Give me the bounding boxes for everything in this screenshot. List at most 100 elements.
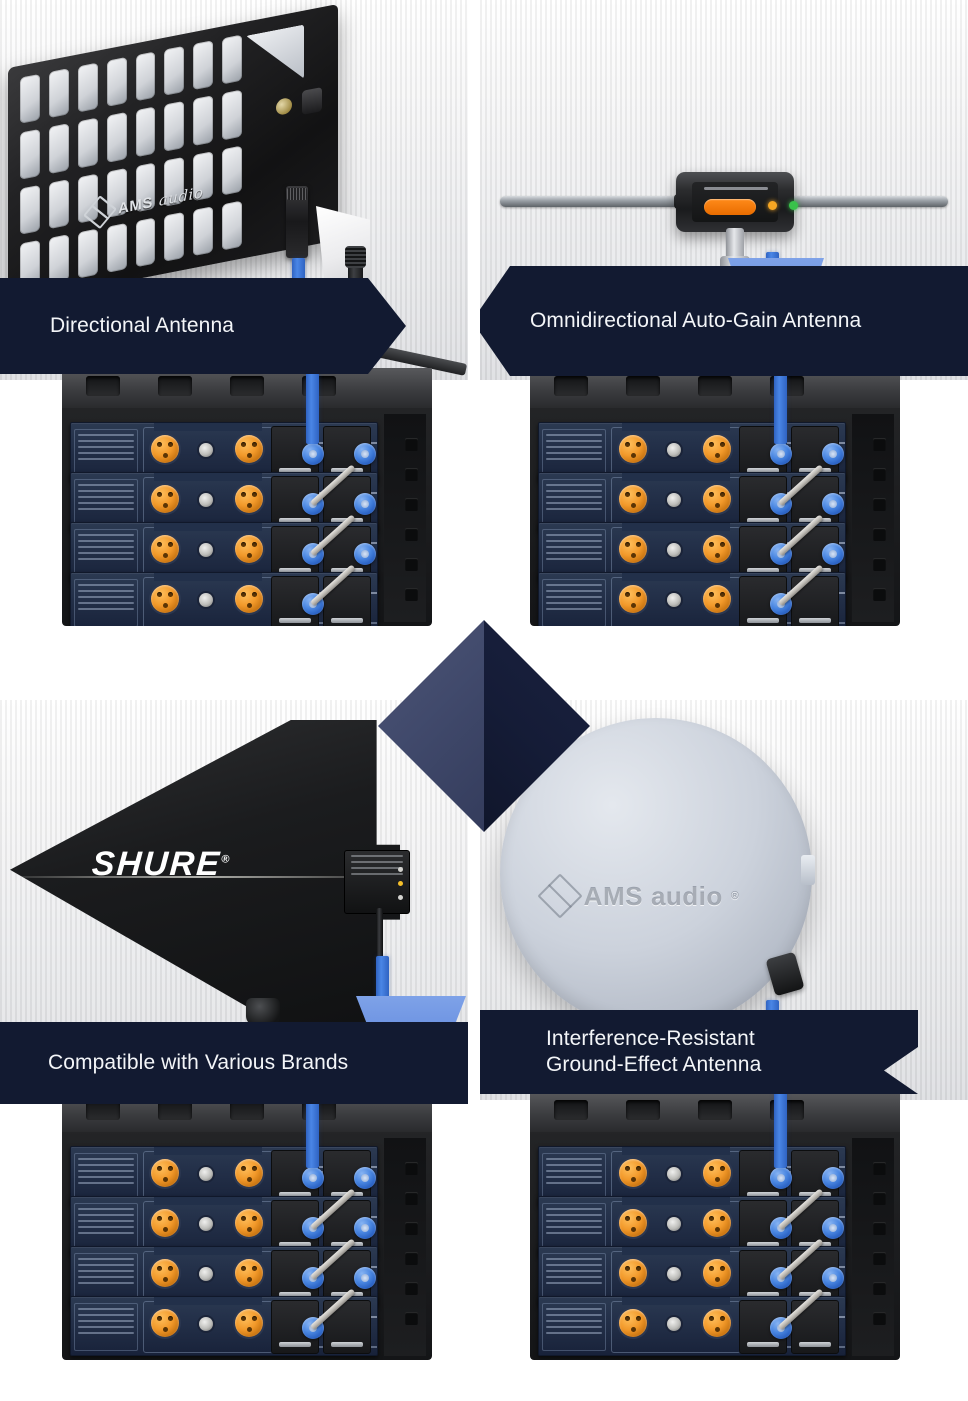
center-diamond-ornament: [378, 620, 590, 832]
rail-hole: [873, 1252, 886, 1265]
spec-label: [74, 479, 138, 527]
spec-label: [542, 1303, 606, 1351]
disc-edge-tab: [801, 855, 816, 886]
xlr-connector: [619, 1209, 647, 1237]
xlr-connector: [619, 535, 647, 563]
xlr-connector: [151, 1159, 179, 1187]
spec-label: [542, 479, 606, 527]
case-vent: [158, 376, 192, 396]
bnc-plate: [271, 526, 319, 580]
spec-label: [74, 1203, 138, 1251]
ams-diamond-icon: [537, 873, 583, 919]
xlr-connector: [703, 1159, 731, 1187]
bnc-connector: [822, 443, 844, 465]
xlr-connector: [703, 1309, 731, 1337]
rail-hole: [405, 438, 418, 451]
caption-directional-antenna: Directional Antenna: [0, 278, 406, 374]
case-vent: [230, 376, 264, 396]
xlr-connector: [619, 1159, 647, 1187]
bnc-connector: [302, 1167, 324, 1189]
bnc-connector: [770, 1167, 792, 1189]
trs-jack: [199, 1217, 213, 1231]
ams-brand-text: AMS: [118, 193, 153, 218]
xlr-connector: [703, 435, 731, 463]
rail-hole: [873, 558, 886, 571]
bnc-pigtail-cable: [376, 908, 383, 960]
diamond-left-facet: [378, 620, 484, 832]
receiver-unit: [538, 572, 846, 626]
spec-label: [542, 1153, 606, 1201]
registered-mark: ®: [220, 853, 232, 866]
bnc-connector: [822, 543, 844, 565]
xlr-connector: [703, 535, 731, 563]
gain-led-icon: [789, 201, 798, 210]
trs-jack: [667, 543, 681, 557]
trs-jack: [667, 443, 681, 457]
case-vent: [698, 1100, 732, 1120]
bnc-connector: [354, 443, 376, 465]
xlr-connector: [235, 585, 263, 613]
inline-amplifier-module: [286, 186, 308, 258]
xlr-connector: [235, 485, 263, 513]
trs-jack: [199, 1267, 213, 1281]
rail-hole: [405, 588, 418, 601]
xlr-connector: [619, 585, 647, 613]
status-led-icon: [398, 895, 403, 900]
rail-hole: [405, 558, 418, 571]
caption-text: Omnidirectional Auto-Gain Antenna: [530, 308, 862, 332]
spec-label: [74, 429, 138, 477]
bnc-connector: [822, 1267, 844, 1289]
case-vent: [86, 376, 120, 396]
bnc-connector: [354, 493, 376, 515]
rail-hole: [405, 468, 418, 481]
trs-jack: [199, 593, 213, 607]
spec-label: [542, 529, 606, 577]
bnc-connector: [354, 1217, 376, 1239]
rail-hole: [873, 1222, 886, 1235]
spec-label: [542, 1253, 606, 1301]
rail-hole: [405, 528, 418, 541]
spec-label: [542, 1203, 606, 1251]
xlr-connector: [619, 1259, 647, 1287]
xlr-connector: [235, 1159, 263, 1187]
caption-omnidirectional-antenna: Omnidirectional Auto-Gain Antenna: [480, 266, 968, 376]
bnc-connector: [302, 443, 324, 465]
case-vent: [158, 1100, 192, 1120]
rail-hole: [873, 1312, 886, 1325]
xlr-connector: [151, 585, 179, 613]
xlr-connector: [151, 1259, 179, 1287]
receiver-unit: [70, 572, 378, 626]
shure-brand-text: SHURE: [90, 844, 223, 883]
trs-jack: [667, 1167, 681, 1181]
case-vent: [230, 1100, 264, 1120]
spec-label: [74, 1303, 138, 1351]
shure-wordmark: SHURE®: [91, 845, 233, 884]
status-led-icon: [398, 867, 403, 872]
receiver-rack-omni: [530, 368, 900, 626]
bnc-connector: [354, 1167, 376, 1189]
receiver-rack-shure: [62, 1092, 432, 1360]
rail-hole: [405, 1282, 418, 1295]
case-vent: [626, 1100, 660, 1120]
caption-compatible-brands: Compatible with Various Brands: [0, 1022, 468, 1104]
xlr-connector: [619, 435, 647, 463]
case-vent: [698, 376, 732, 396]
gold-screw-icon: [276, 96, 292, 116]
caption-text: Compatible with Various Brands: [48, 1050, 349, 1074]
rail-hole: [405, 1222, 418, 1235]
rail-hole: [873, 498, 886, 511]
rail-hole: [873, 468, 886, 481]
trs-jack: [667, 593, 681, 607]
xlr-connector: [235, 1309, 263, 1337]
omni-antenna-body: [676, 172, 798, 232]
spec-label: [74, 1253, 138, 1301]
antenna-input-feed: [306, 1092, 319, 1168]
omni-front-face: [692, 182, 798, 222]
ground-effect-disc-antenna: AMS audio ®: [500, 718, 816, 1030]
shure-amplifier-module: [344, 850, 410, 914]
xlr-connector: [703, 585, 731, 613]
case-vent: [86, 1100, 120, 1120]
omni-antenna-rod-left: [500, 194, 690, 209]
rail-hole: [405, 498, 418, 511]
